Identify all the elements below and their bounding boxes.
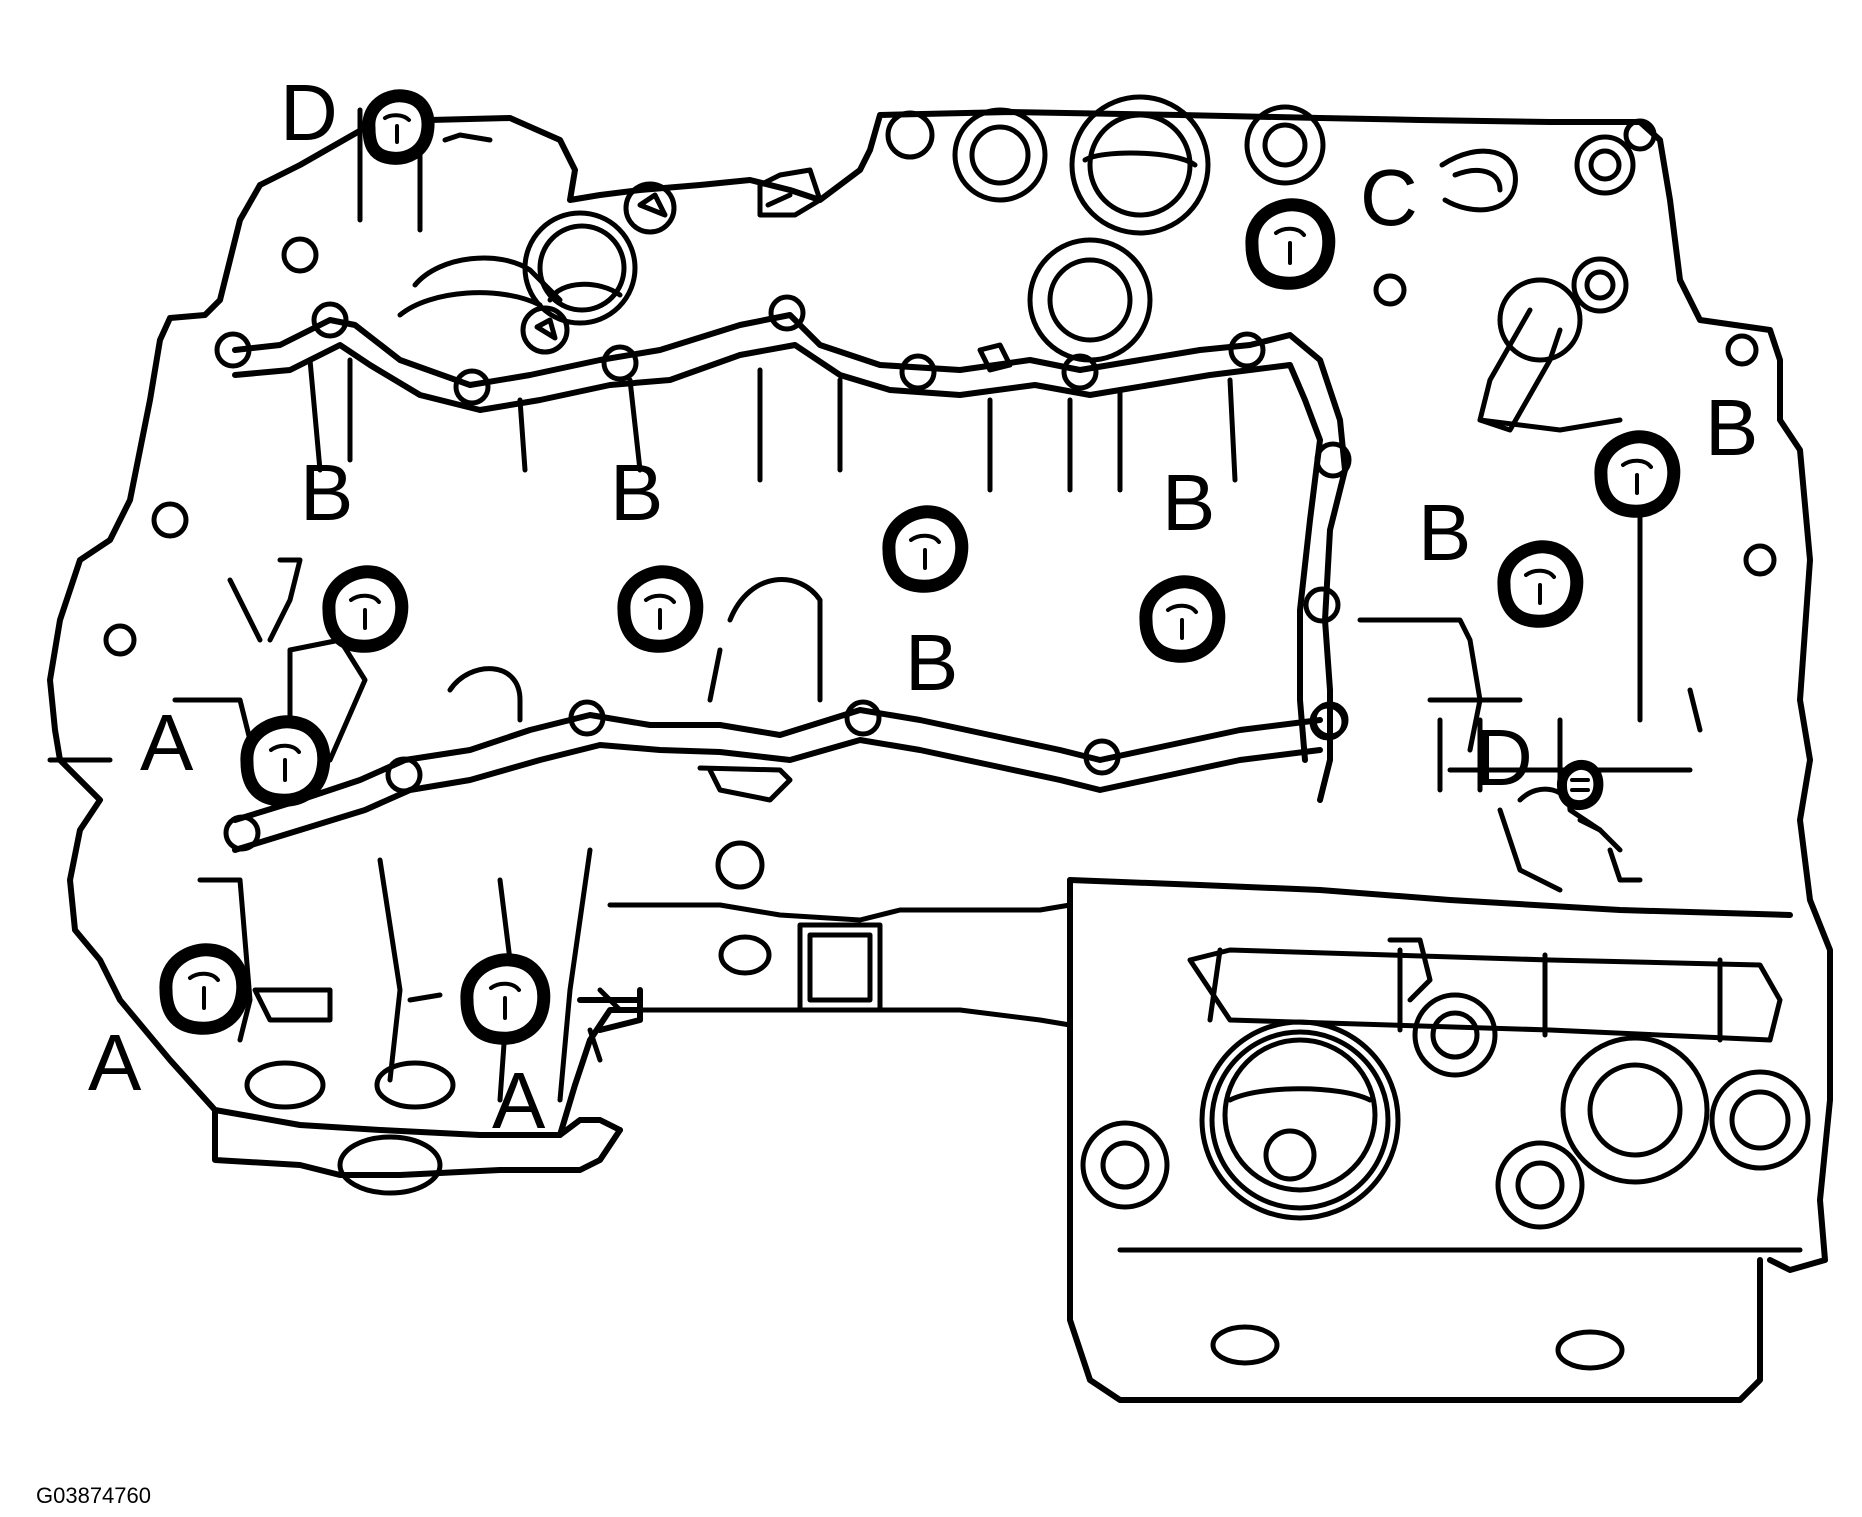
bolt <box>460 953 551 1045</box>
lower-left-features <box>197 765 793 1196</box>
bolt <box>159 943 250 1035</box>
callouts: D C B B B B B B A A A D <box>88 68 1758 1145</box>
bolt <box>322 565 409 653</box>
lower-right-body <box>597 786 1811 1403</box>
bolt <box>1594 430 1681 518</box>
upper-left-features <box>103 107 823 657</box>
callout-label: D <box>280 68 338 157</box>
bolt <box>882 505 969 593</box>
callout-label: B <box>1418 488 1471 577</box>
callout-label: C <box>1360 153 1418 242</box>
bolt <box>1245 198 1336 290</box>
bolt <box>240 715 331 807</box>
callout-label: B <box>610 448 663 537</box>
callout-label: A <box>140 698 194 787</box>
bolt <box>617 565 704 653</box>
bolts <box>159 89 1681 1045</box>
gasket-bead-upper <box>214 294 1352 803</box>
callout-label: A <box>492 1056 546 1145</box>
gasket-bead-lower <box>223 699 1347 853</box>
callout-label: B <box>300 448 353 537</box>
callout-label: B <box>1162 458 1215 547</box>
bolt <box>362 89 435 165</box>
upper-right-features <box>885 94 1777 577</box>
figure-id: G03874760 <box>36 1483 151 1508</box>
bolt <box>1557 759 1604 811</box>
bolt <box>1497 540 1584 628</box>
callout-label: D <box>1475 713 1533 802</box>
callout-label: B <box>905 618 958 707</box>
callout-label: A <box>88 1018 142 1107</box>
callout-label: B <box>1705 383 1758 472</box>
bolt <box>1139 575 1226 663</box>
